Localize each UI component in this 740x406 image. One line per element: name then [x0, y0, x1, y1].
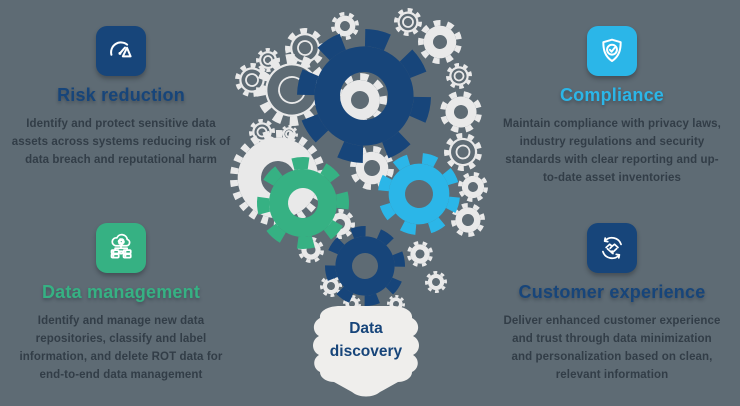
- data-management-description: Identify and manage new data repositorie…: [19, 315, 223, 381]
- shield-check-icon: [602, 38, 622, 62]
- compliance-section: Compliance Maintain compliance with priv…: [501, 26, 723, 187]
- customer-experience-description: Deliver enhanced customer experience and…: [503, 315, 721, 381]
- cloud-data-icon: [110, 233, 132, 259]
- risk-reduction-description: Identify and protect sensitive data asse…: [11, 118, 231, 166]
- bulb-title: Data discovery: [329, 320, 403, 360]
- data-management-section: Data management Identify and manage new …: [10, 223, 232, 384]
- bulb-base: [313, 306, 419, 397]
- risk-reduction-icon-tile: [96, 26, 146, 76]
- data-management-title: Data management: [41, 282, 201, 302]
- compliance-icon-tile: [587, 26, 637, 76]
- risk-reduction-title: Risk reduction: [57, 85, 185, 105]
- gear-field: [229, 8, 489, 314]
- risk-reduction-section: Risk reduction Identify and protect sens…: [10, 26, 232, 169]
- customer-experience-title: Customer experience: [518, 282, 706, 302]
- gauge-icon: [110, 41, 132, 58]
- compliance-description: Maintain compliance with privacy laws, i…: [503, 118, 721, 184]
- customer-experience-section: Customer experience Deliver enhanced cus…: [501, 223, 723, 384]
- customer-experience-icon-tile: [587, 223, 637, 273]
- compliance-title: Compliance: [559, 85, 665, 105]
- data-management-icon-tile: [96, 223, 146, 273]
- handshake-icon: [602, 236, 622, 260]
